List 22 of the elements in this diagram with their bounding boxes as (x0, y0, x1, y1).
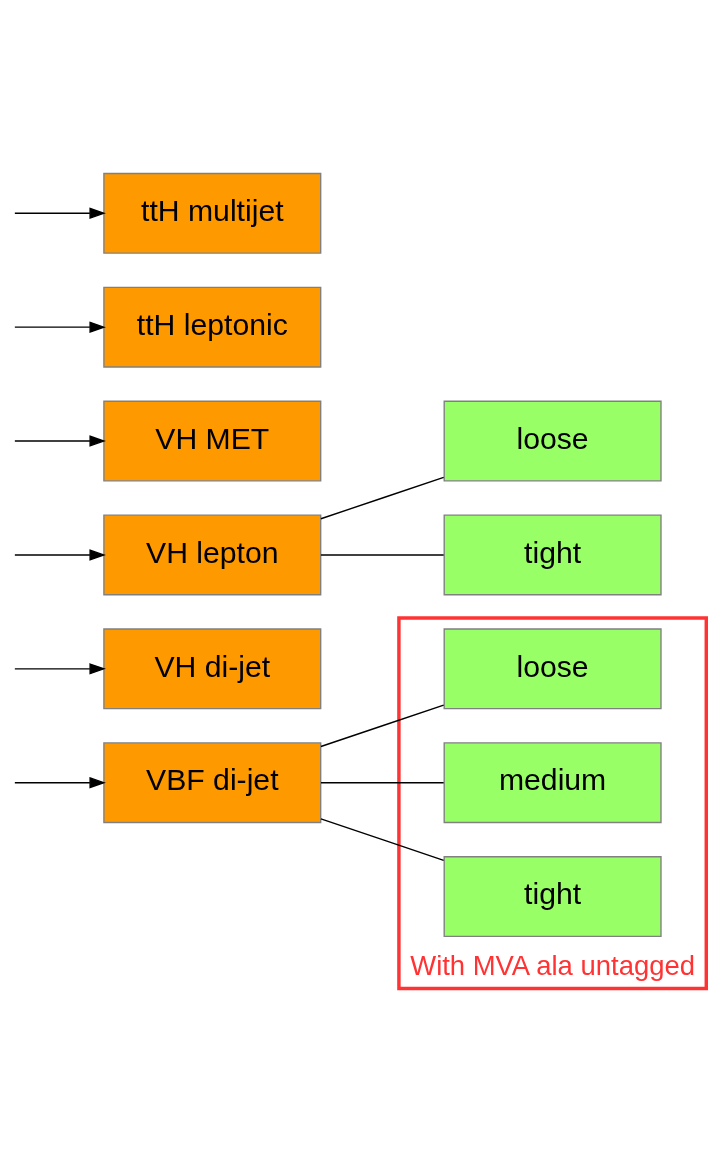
connector (320, 782, 445, 784)
node-box: loose (443, 400, 662, 482)
node-box: loose (443, 628, 662, 710)
node-box: medium (443, 742, 662, 824)
node-box: VH lepton (103, 514, 322, 596)
connector (320, 704, 445, 748)
node-box: VH MET (103, 400, 322, 482)
node-box: VH di-jet (103, 628, 322, 710)
arrow (14, 435, 106, 447)
node-box: ttH leptonic (103, 286, 322, 368)
node-box: tight (443, 514, 662, 596)
arrow (14, 663, 106, 675)
arrow (14, 776, 106, 789)
connector (320, 476, 445, 520)
arrow (14, 549, 106, 561)
arrow (14, 207, 106, 220)
connector (320, 818, 445, 861)
connector (320, 554, 445, 556)
arrow (14, 321, 106, 333)
node-box: ttH multijet (103, 172, 322, 254)
node-box: VBF di-jet (103, 742, 322, 824)
node-box: tight (443, 856, 662, 938)
